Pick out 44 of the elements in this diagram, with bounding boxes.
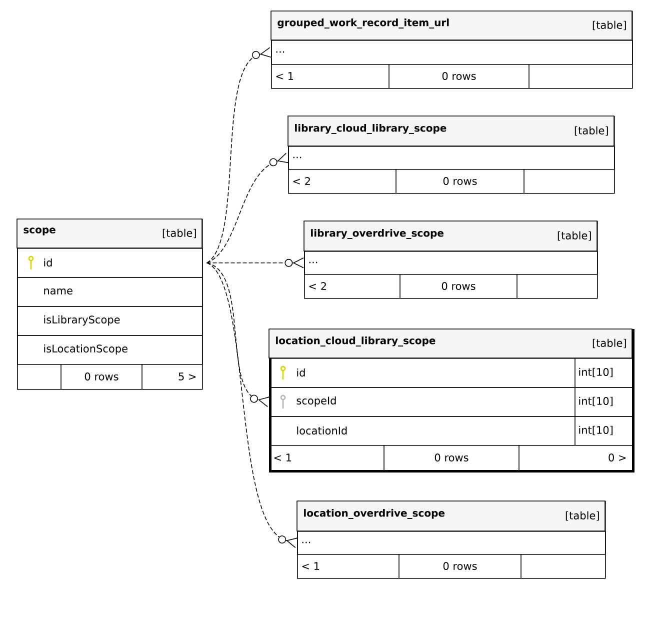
table-name: grouped_work_record_item_url (278, 18, 449, 28)
footer-cell: < 1 (302, 562, 320, 570)
footer-cell: 0 rows (434, 454, 468, 462)
data-type: int[10] (579, 396, 613, 406)
table-type-label: [table] (574, 126, 608, 136)
footer-cell: < 1 (276, 72, 294, 80)
column-name: locationId (297, 426, 347, 435)
data-type: int[10] (579, 368, 613, 378)
relationship-line (206, 262, 270, 408)
column-name: ... (309, 262, 318, 264)
footer-cell: 5 > (178, 372, 196, 380)
column-name: isLocationScope (44, 344, 128, 355)
column-name: name (44, 288, 72, 295)
footer-cell: 0 rows (442, 72, 476, 80)
table-type-label: [table] (592, 338, 626, 348)
column-name: ... (302, 542, 310, 544)
column-name: ... (293, 156, 302, 158)
table-name: scope (24, 228, 56, 236)
column-name: id (44, 258, 52, 267)
footer-cell: 0 rows (84, 372, 118, 380)
footer-cell: 0 rows (443, 177, 477, 185)
table-name: location_overdrive_scope (304, 509, 445, 519)
column-name: scopeId (296, 396, 336, 407)
table-name: library_overdrive_scope (311, 229, 444, 239)
data-type: int[10] (579, 426, 613, 436)
relationship-line (206, 262, 298, 548)
table-type-label: [table] (162, 228, 196, 238)
table-name: library_cloud_library_scope (295, 124, 446, 134)
footer-cell: < 2 (309, 282, 326, 290)
table-type-label: [table] (566, 511, 599, 521)
column-name: ... (276, 51, 284, 53)
column-name: isLibraryScope (44, 315, 120, 326)
relationship-line (206, 258, 304, 268)
footer-cell: 0 rows (443, 562, 477, 570)
footer-cell: < 2 (293, 177, 310, 185)
relationship-line (206, 152, 290, 264)
footer-cell: 0 > (608, 454, 626, 462)
relationship-line (206, 47, 272, 264)
table-type-label: [table] (592, 20, 626, 30)
column-name: id (297, 368, 305, 377)
table-type-label: [table] (558, 231, 591, 241)
footer-cell: < 1 (274, 454, 292, 462)
footer-cell: 0 rows (442, 282, 476, 290)
table-name: location_cloud_library_scope (276, 336, 436, 346)
